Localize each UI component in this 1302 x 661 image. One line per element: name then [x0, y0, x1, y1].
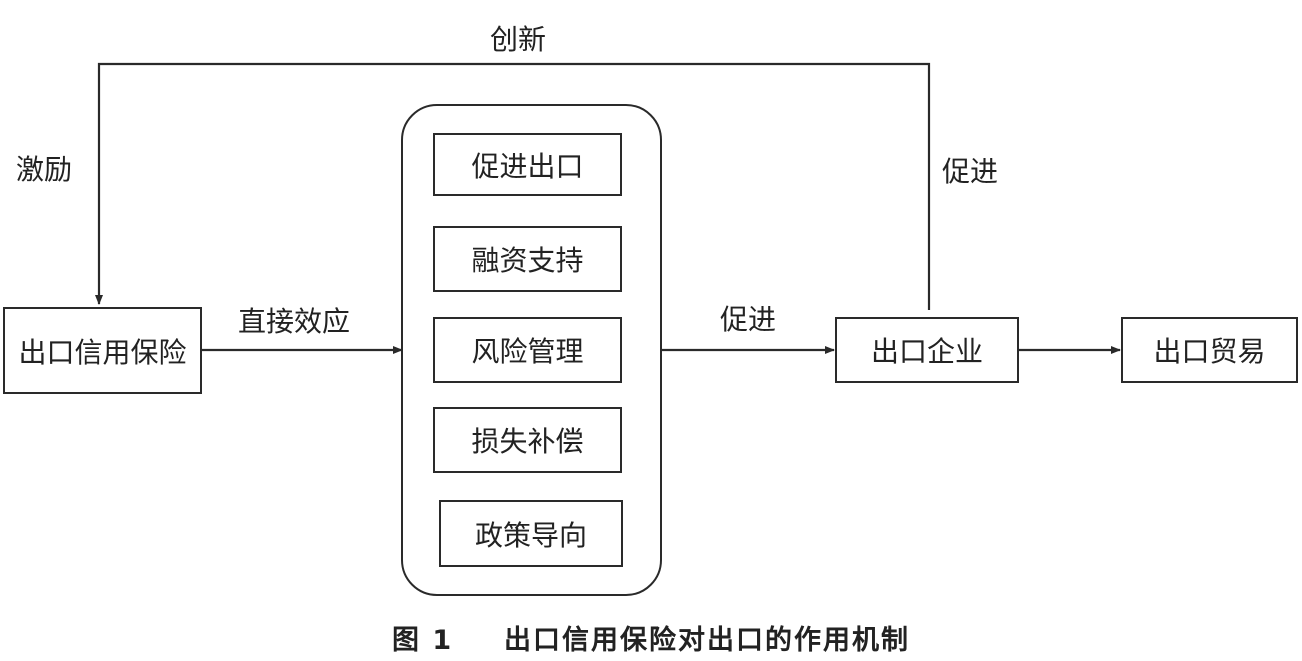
effect-policy-guidance: 政策导向: [439, 500, 623, 567]
effect-loss-compensation-label: 损失补偿: [471, 425, 584, 458]
node-export-trade-label: 出口贸易: [1153, 335, 1266, 368]
figure-title: 出口信用保险对出口的作用机制: [504, 625, 910, 656]
figure-number: 图 1: [392, 625, 454, 656]
effect-policy-guidance-label: 政策导向: [474, 518, 587, 552]
node-export-enterprise-label: 出口企业: [870, 335, 983, 368]
effect-promote-export: 促进出口: [433, 133, 622, 196]
effect-risk-management: 风险管理: [433, 317, 622, 383]
figure-caption: 图 1 出口信用保险对出口的作用机制: [0, 618, 1302, 657]
node-export-enterprise: 出口企业: [835, 317, 1019, 383]
label-incentive: 激励: [16, 153, 73, 186]
feedback-loop-arrow: [95, 62, 931, 310]
node-export-credit-insurance-label: 出口信用保险: [18, 335, 187, 369]
effect-promote-export-label: 促进出口: [471, 149, 584, 183]
effect-loss-compensation: 损失补偿: [433, 407, 622, 473]
node-export-credit-insurance: 出口信用保险: [3, 307, 202, 394]
node-export-trade: 出口贸易: [1121, 317, 1298, 383]
label-direct-effect: 直接效应: [238, 305, 351, 338]
effect-risk-management-label: 风险管理: [471, 335, 584, 368]
effect-financing-support: 融资支持: [433, 226, 622, 292]
effect-financing-support-label: 融资支持: [471, 244, 584, 277]
label-promote-mid: 促进: [720, 303, 777, 336]
label-promote-top: 促进: [942, 155, 999, 188]
label-innovation: 创新: [490, 23, 547, 56]
